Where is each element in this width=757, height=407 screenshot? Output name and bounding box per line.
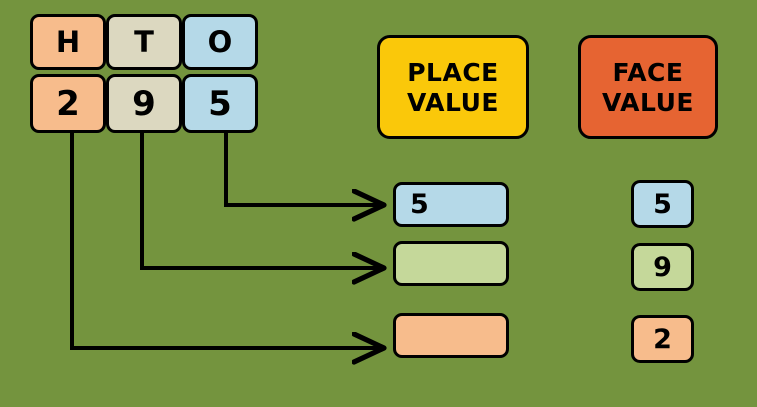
face-value-header-line-2: VALUE: [602, 87, 694, 117]
face-value-header: FACE VALUE: [578, 35, 718, 139]
digit-tens: 9: [106, 74, 182, 133]
connector-hundreds-to-place-value-3: [70, 133, 382, 348]
place-value-box-2[interactable]: [393, 241, 509, 286]
digit-hundreds: 2: [30, 74, 106, 133]
connector-ones-to-place-value-1: [224, 133, 382, 205]
place-value-header-line-2: VALUE: [407, 87, 499, 117]
column-label-tens: T: [106, 14, 182, 70]
digit-ones: 5: [182, 74, 258, 133]
place-value-box-3[interactable]: [393, 313, 509, 358]
column-label-hundreds: H: [30, 14, 106, 70]
face-value-box-1[interactable]: 5: [631, 180, 694, 228]
face-value-box-3[interactable]: 2: [631, 315, 694, 363]
face-value-header-line-1: FACE: [612, 57, 684, 87]
place-value-header: PLACE VALUE: [377, 35, 529, 139]
connector-tens-to-place-value-2: [140, 133, 382, 268]
place-value-box-1[interactable]: 5: [393, 182, 509, 227]
place-value-header-line-1: PLACE: [407, 57, 499, 87]
column-label-ones: O: [182, 14, 258, 70]
face-value-box-2[interactable]: 9: [631, 243, 694, 291]
